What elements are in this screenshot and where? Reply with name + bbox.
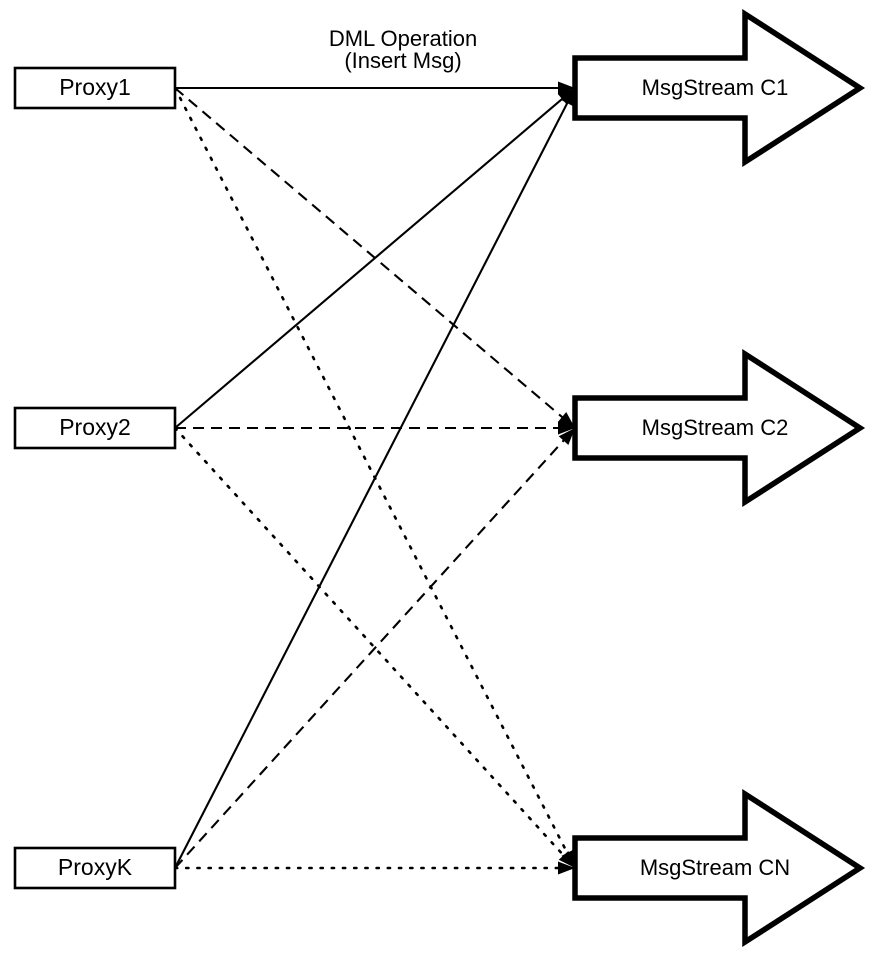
- msgstream-label-2: MsgStream C2: [642, 415, 789, 440]
- proxy-box-rect-proxy2: [13, 406, 177, 450]
- proxy-label-proxyK: ProxyK: [58, 854, 133, 880]
- connection-edges-layer: [173, 86, 571, 870]
- dml-operation-label-line1: DML Operation: [329, 26, 477, 51]
- dml-operation-annotation: DML Operation (Insert Msg): [329, 26, 477, 73]
- proxy-box-proxy1[interactable]: Proxy1: [13, 66, 177, 110]
- dml-operation-label-line2: (Insert Msg): [344, 48, 461, 73]
- arrowhead-proxy1-to-stream_c2: [557, 412, 575, 428]
- edge-proxy1-to-stream_c2: [174, 87, 566, 421]
- msgstream-arrow-shape-2: [572, 348, 866, 508]
- arrowhead-proxyK-to-stream_c2: [558, 428, 575, 445]
- msgstream-arrow-shape-1: [572, 8, 866, 168]
- proxy-label-proxy2: Proxy2: [59, 414, 131, 440]
- proxy-box-proxyK[interactable]: ProxyK: [13, 846, 177, 890]
- msgstream-arrow-shape-3: [572, 788, 866, 948]
- arrowhead-proxyK-to-stream_cn: [558, 861, 575, 875]
- edge-proxy1-to-stream_cn: [173, 86, 571, 858]
- arrowheads-layer: [557, 81, 575, 875]
- edge-proxy2-to-stream_cn: [173, 426, 568, 860]
- edge-proxyK-to-stream_c2: [174, 436, 568, 869]
- msgstream-arrow-2[interactable]: MsgStream C2: [572, 348, 866, 508]
- msgstream-label-1: MsgStream C1: [642, 75, 789, 100]
- arrowhead-proxy1-to-stream_c1: [558, 81, 575, 95]
- proxy-box-rect-proxyK: [13, 846, 177, 890]
- arrowhead-proxy2-to-stream_cn: [558, 851, 575, 868]
- msgstream-label-3: MsgStream CN: [640, 855, 790, 880]
- proxy-box-rect-proxy1: [13, 66, 177, 110]
- msgstream-arrow-1[interactable]: MsgStream C1: [572, 8, 866, 168]
- arrowhead-proxyK-to-stream_c1: [561, 88, 575, 107]
- msgstream-arrow-3[interactable]: MsgStream CN: [572, 788, 866, 948]
- proxy-label-proxy1: Proxy1: [59, 74, 131, 100]
- arrowhead-proxy2-to-stream_c2: [558, 421, 575, 435]
- msgstream-arrows-layer: MsgStream C1 MsgStream C2 MsgStream CN: [572, 8, 866, 948]
- edge-proxy2-to-stream_c1: [174, 95, 566, 429]
- proxy-box-proxy2[interactable]: Proxy2: [13, 406, 177, 450]
- edge-proxyK-to-stream_c1: [174, 99, 571, 869]
